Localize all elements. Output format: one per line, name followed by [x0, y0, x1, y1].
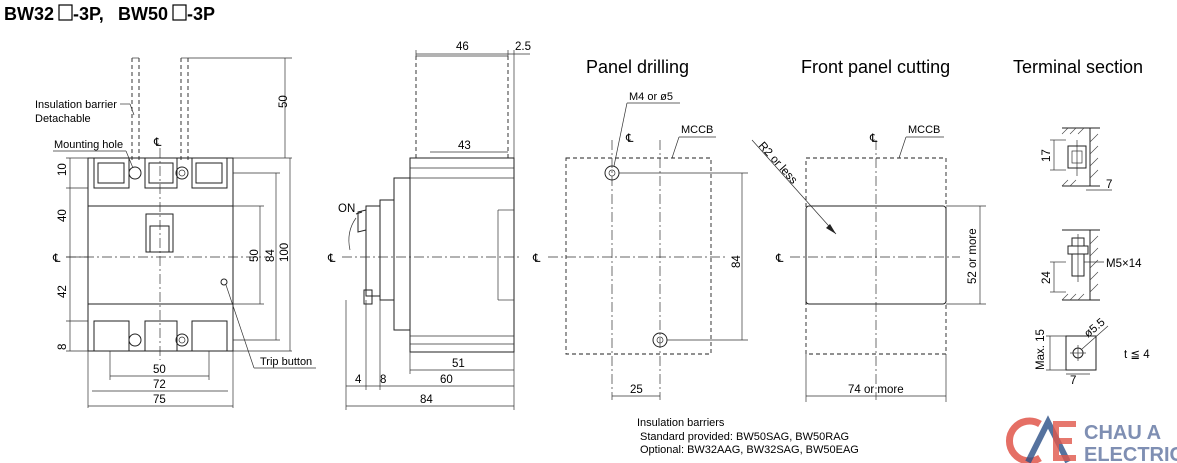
note-standard: Standard provided: BW50SAG, BW50RAG	[640, 431, 849, 443]
front-cutting-dim-h: 52 or more	[967, 228, 979, 284]
front-dim-100: 100	[279, 243, 291, 262]
side-dim-51: 51	[452, 358, 465, 370]
terminal-dim-max15: Max. 15	[1035, 329, 1047, 370]
panel-drilling-centerline-h: ℄	[532, 253, 541, 265]
front-centerline-h: ℄	[52, 253, 61, 265]
panel-drilling-dim-84: 84	[731, 255, 743, 268]
logo-line1: CHAU A	[1084, 422, 1161, 444]
side-dim-4: 4	[355, 374, 362, 386]
logo-a-mark	[1025, 415, 1071, 463]
front-centerline-v: ℄	[153, 137, 162, 149]
side-dim-46: 46	[456, 41, 469, 53]
title-placeholder-box-a	[58, 4, 73, 21]
side-centerline: ℄	[327, 253, 336, 265]
front-panel-cutting: Front panel cutting ℄ ℄ MCCB R2 or less …	[751, 57, 986, 402]
terminal-screw-label: M5×14	[1106, 258, 1142, 270]
front-dim-42: 42	[57, 285, 69, 298]
front-cutting-radius-label: R2 or less	[756, 140, 800, 187]
front-cutting-centerline-h: ℄	[775, 253, 784, 265]
side-dim-8: 8	[380, 374, 386, 386]
terminal-section: Terminal section 17 7	[1013, 57, 1150, 387]
panel-drilling-dim-25: 25	[630, 384, 643, 396]
front-cutting-mccb: MCCB	[908, 124, 940, 136]
front-dim-50-inner: 50	[249, 249, 261, 262]
title-suffix-a: -3P,	[73, 4, 104, 24]
panel-drilling-centerline-v: ℄	[625, 133, 634, 145]
terminal-t-label: t ≦ 4	[1124, 349, 1150, 361]
chau-a-electric-logo: CHAU A ELECTRIC	[1006, 415, 1177, 463]
front-dim-84: 84	[265, 249, 277, 262]
side-view: 46 2.5 43 ON ℄ 51 4	[327, 41, 531, 410]
front-view: 50 ℄ ℄ Insulation barrier Detachable	[35, 57, 316, 408]
front-dim-10: 10	[57, 163, 69, 176]
front-dim-w72: 72	[153, 379, 166, 391]
terminal-dim-7a: 7	[1106, 179, 1112, 191]
terminal-dim-7b: 7	[1070, 375, 1076, 387]
panel-drilling-mccb: MCCB	[681, 124, 713, 136]
panel-drilling: Panel drilling ℄ ℄ M4 or ø5 MCCB 84 25	[532, 57, 748, 400]
terminal-phi-label: ø5.5	[1082, 316, 1107, 340]
title-model-a: BW32	[4, 4, 54, 24]
front-panel-cutting-title: Front panel cutting	[801, 57, 950, 77]
title-suffix-b: -3P	[187, 4, 215, 24]
side-dim-43: 43	[458, 140, 471, 152]
title-placeholder-box-b	[172, 4, 187, 21]
page-title: BW32 -3P, BW50 -3P	[4, 4, 215, 24]
note-optional: Optional: BW32AAG, BW32SAG, BW50EAG	[640, 444, 859, 456]
front-cutting-centerline-v: ℄	[869, 133, 878, 145]
terminal-dim-24: 24	[1041, 271, 1053, 284]
front-dim-50-top: 50	[278, 95, 290, 108]
insulation-barriers-note: Insulation barriers Standard provided: B…	[637, 417, 859, 456]
front-dim-w75: 75	[153, 394, 166, 406]
front-dim-w50: 50	[153, 364, 166, 376]
terminal-dim-17: 17	[1041, 149, 1053, 162]
title-model-b: BW50	[118, 4, 168, 24]
panel-drilling-title: Panel drilling	[586, 57, 689, 77]
side-dim-60: 60	[440, 374, 453, 386]
on-label: ON	[338, 203, 355, 215]
side-dim-84: 84	[420, 394, 433, 406]
front-dim-40: 40	[57, 209, 69, 222]
front-cutting-dim-w: 74 or more	[848, 384, 904, 396]
mounting-hole-label: Mounting hole	[54, 139, 123, 151]
front-dim-8: 8	[57, 344, 69, 350]
side-dim-2-5: 2.5	[515, 41, 531, 53]
trip-button-label: Trip button	[260, 356, 312, 368]
note-heading: Insulation barriers	[637, 417, 725, 429]
detachable-label: Detachable	[35, 113, 91, 125]
terminal-section-title: Terminal section	[1013, 57, 1143, 77]
insulation-barrier-label: Insulation barrier	[35, 99, 117, 111]
logo-e-mark	[1053, 421, 1076, 461]
panel-drilling-hole-label: M4 or ø5	[629, 91, 673, 103]
logo-line2: ELECTRIC	[1084, 444, 1177, 463]
